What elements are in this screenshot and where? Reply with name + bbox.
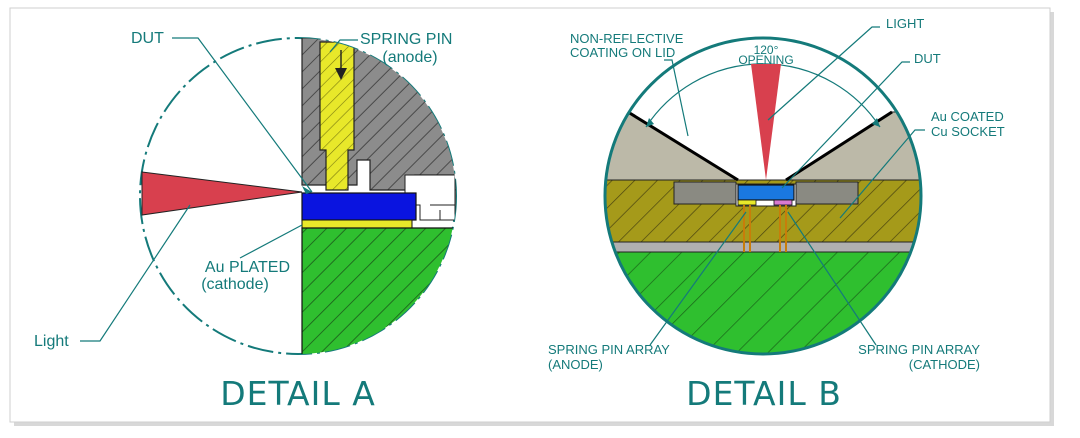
detail-b-coating-leader [664,59,689,137]
detail-b-dut [737,184,795,201]
detail-a-title: DETAIL A [220,374,376,413]
detail-b-boundary [603,36,923,356]
detail-a-au-plated-label: Au PLATED [205,259,290,276]
detail-b-light-beam [751,64,781,180]
detail-a-dut-leader [172,37,313,193]
detail-b-light-label: LIGHT [886,16,924,31]
detail-b-socket-sublabel: Cu SOCKET [931,124,1005,139]
detail-b-dut-leader [781,61,910,189]
detail-a-dut-label: DUT [131,30,164,47]
detail-b-coating-sublabel: COATING ON LID [570,45,675,60]
detail-a-light-label: Light [34,333,69,350]
detail-b-socket-label: Au COATED [931,109,1004,124]
detail-b-anode-sublabel: (ANODE) [548,357,603,372]
detail-b-cathode-leader [787,211,877,346]
detail-b-socket-leader [839,129,925,219]
detail-b-opening-sublabel: OPENING [738,53,793,67]
detail-b-cathode-label: SPRING PIN ARRAY [858,342,980,357]
detail-a: DUT SPRING PIN (anode) Au PLATED (cathod… [34,30,457,413]
detail-b-cathode-sublabel: (CATHODE) [909,357,980,372]
detail-b-opening-label: 120° [754,43,779,57]
detail-a-au-leader [239,224,303,259]
detail-a-spring-pin-label: SPRING PIN [360,31,452,48]
detail-b-title: DETAIL B [686,374,842,413]
detail-a-dut [301,192,417,221]
detail-b-opening-arc [645,63,881,128]
detail-a-spring-pin-sublabel: (anode) [382,49,437,66]
detail-a-light-beam [141,171,303,216]
detail-b-coating-label: NON-REFLECTIVE [570,31,684,46]
detail-b-recess-right [795,181,859,205]
detail-b-recess-left [673,181,737,205]
detail-a-au-plated [301,219,413,229]
detail-b-layer [605,241,921,253]
detail-a-spring-pin-leader [329,39,358,53]
detail-b-anode-leader [649,211,747,346]
detail-b-dut-label: DUT [914,51,941,66]
detail-a-pin-arrow [335,68,347,80]
detail-b-anode-label: SPRING PIN ARRAY [548,342,670,357]
detail-b: NON-REFLECTIVE COATING ON LID 120° OPENI… [548,16,1005,413]
detail-a-au-plated-sublabel: (cathode) [201,276,269,293]
detail-b-light-leader [767,26,880,121]
detail-a-spring-pin [319,41,355,191]
detail-a-light-leader [80,204,191,342]
